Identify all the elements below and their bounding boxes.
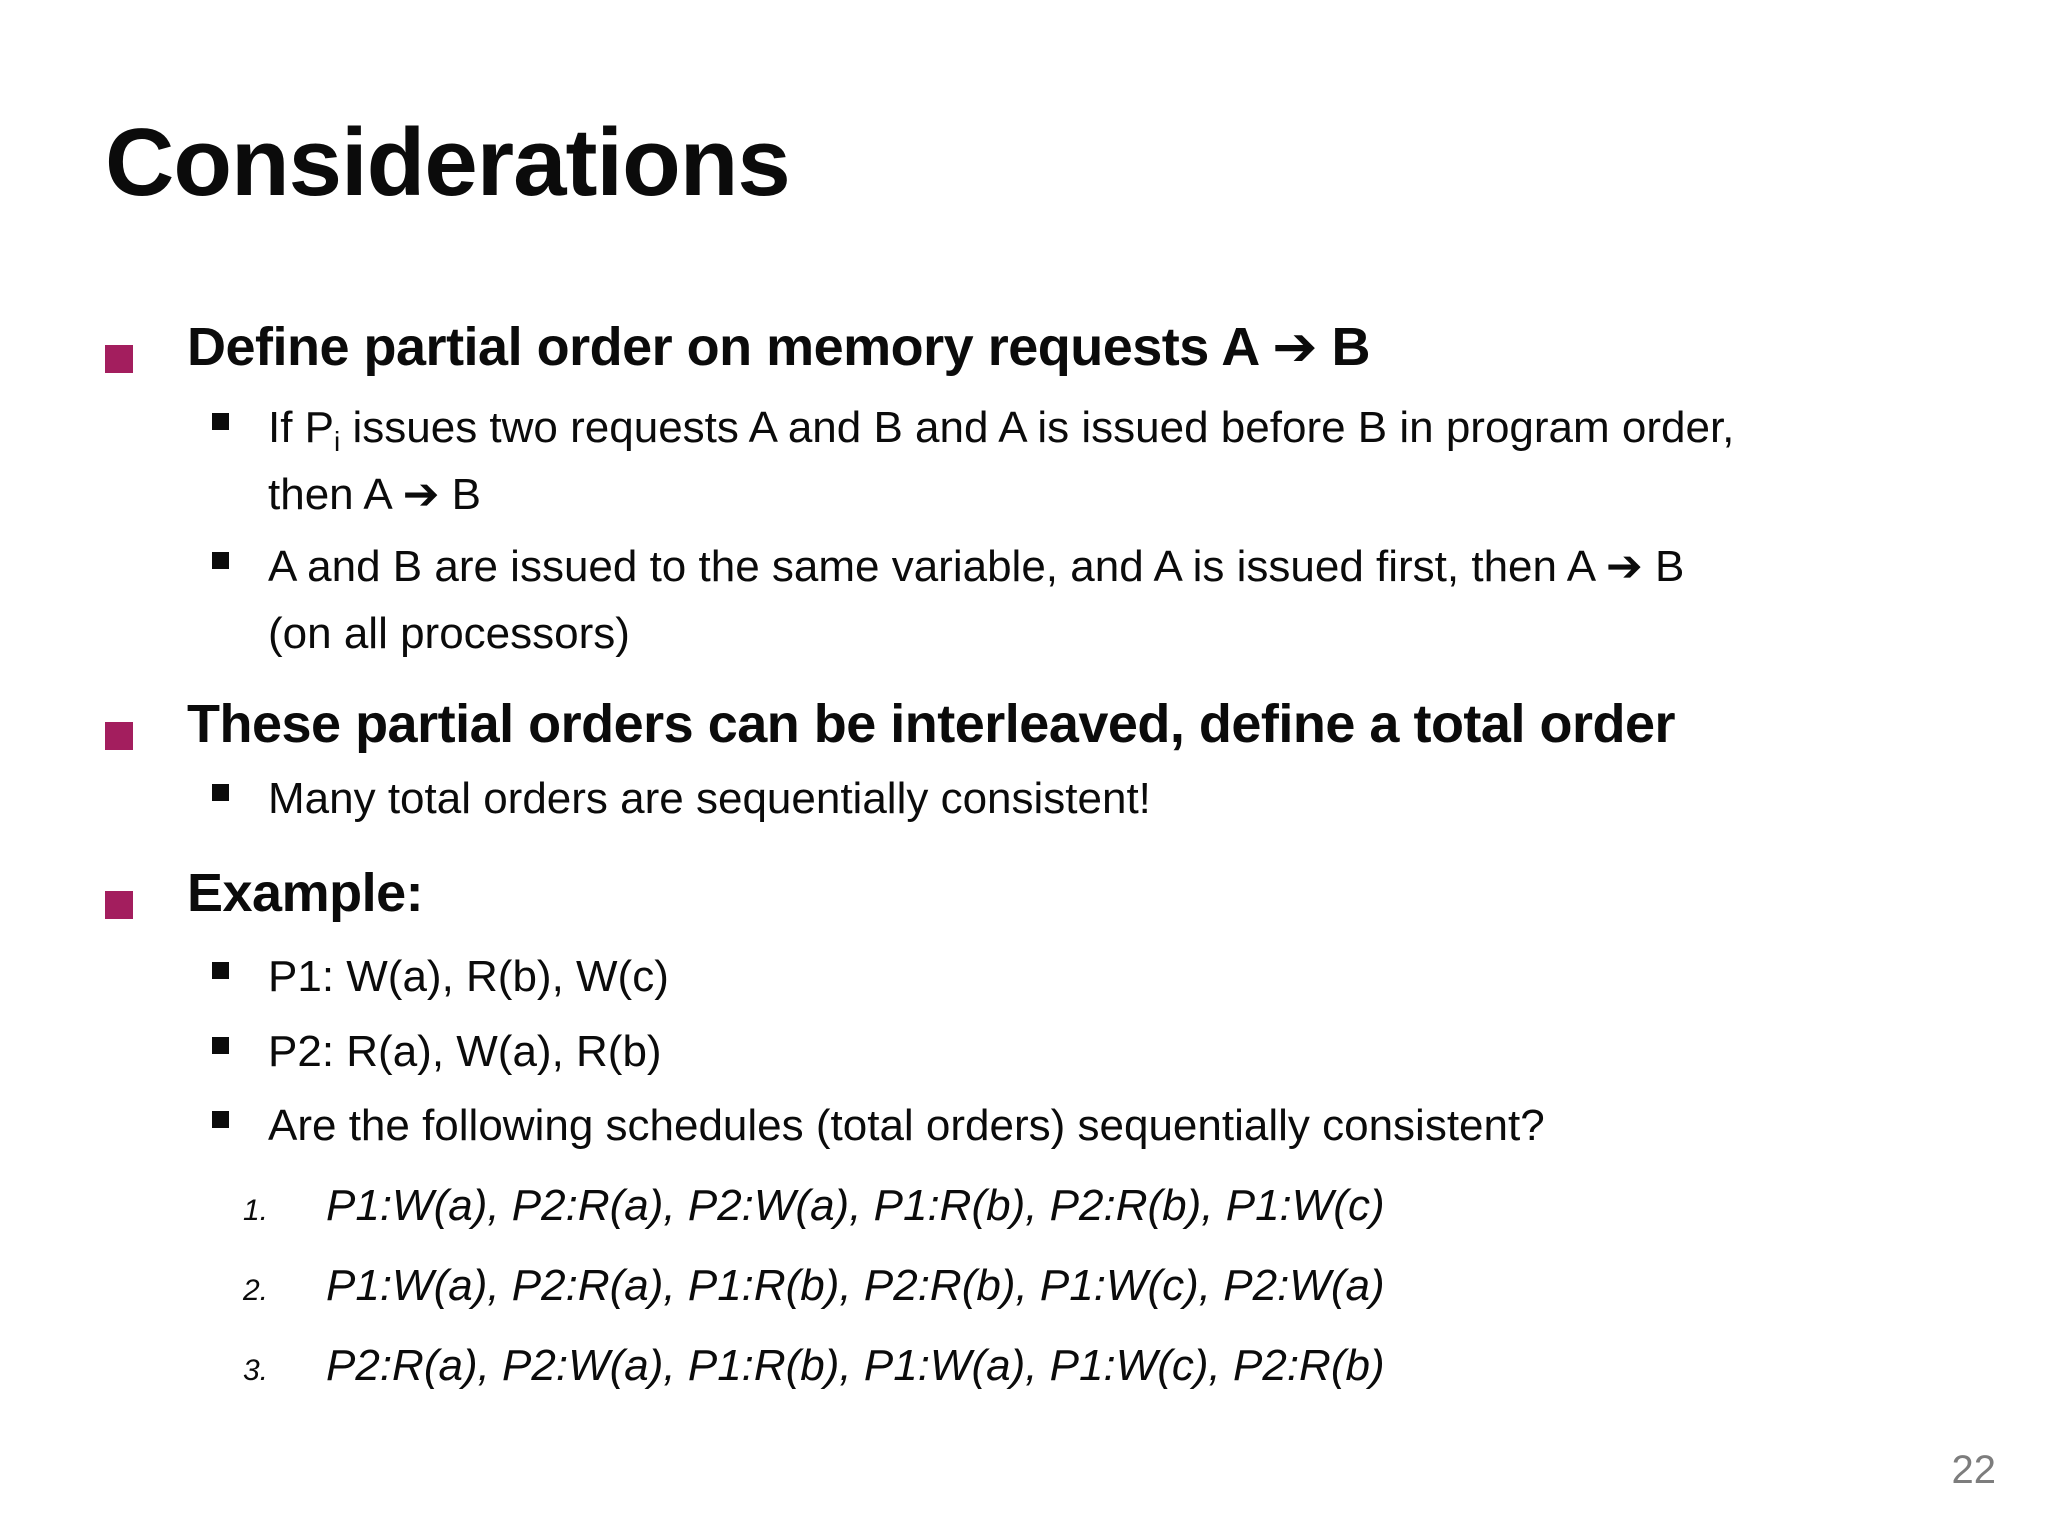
slide-body: Define partial order on memory requests … — [0, 312, 2048, 1406]
bullet-total-order: These partial orders can be interleaved,… — [0, 689, 2048, 759]
list-number: 1. — [243, 1194, 269, 1227]
sub-bullet-text: If Pi issues two requests A and B and A … — [268, 394, 1734, 528]
sub-bullet-square-icon — [212, 413, 229, 430]
bullet-define-partial-order: Define partial order on memory requests … — [0, 312, 2048, 382]
list-number: 2. — [243, 1274, 269, 1307]
slide-title: Considerations — [105, 109, 791, 216]
subscript-i: i — [334, 426, 341, 457]
bullet-example: Example: — [0, 858, 2048, 928]
sub-bullet-p2-sequence: P2: R(a), W(a), R(b) — [0, 1018, 2048, 1085]
sub-bullet-text: P2: R(a), W(a), R(b) — [268, 1027, 662, 1076]
sub-bullet-square-icon — [212, 1111, 229, 1128]
text-line: then A ➔ B — [268, 470, 482, 519]
numbered-schedule-2: 2. P1:W(a), P2:R(a), P1:R(b), P2:R(b), P… — [0, 1251, 2048, 1326]
list-number: 3. — [243, 1354, 269, 1387]
sub-bullet-program-order: If Pi issues two requests A and B and A … — [0, 394, 2048, 528]
bullet-square-icon — [105, 722, 133, 750]
text-line: (on all processors) — [268, 609, 630, 658]
sub-bullet-square-icon — [212, 962, 229, 979]
sub-bullet-square-icon — [212, 552, 229, 569]
sub-bullet-schedules-question: Are the following schedules (total order… — [0, 1092, 2048, 1159]
schedule-text: P1:W(a), P2:R(a), P1:R(b), P2:R(b), P1:W… — [326, 1261, 1385, 1310]
schedule-text: P2:R(a), P2:W(a), P1:R(b), P1:W(a), P1:W… — [326, 1341, 1385, 1390]
bullet-text: Example: — [187, 863, 424, 923]
text-line: If Pi issues two requests A and B and A … — [268, 394, 1734, 461]
text-line: A and B are issued to the same variable,… — [268, 542, 1685, 591]
sub-bullet-square-icon — [212, 1037, 229, 1054]
numbered-schedule-1: 1. P1:W(a), P2:R(a), P2:W(a), P1:R(b), P… — [0, 1171, 2048, 1246]
page-number: 22 — [1951, 1448, 1997, 1492]
text-segment: If P — [268, 403, 335, 452]
sub-bullet-square-icon — [212, 784, 229, 801]
bullet-square-icon — [105, 891, 133, 919]
bullet-square-icon — [105, 345, 133, 373]
sub-bullet-text: Are the following schedules (total order… — [268, 1101, 1545, 1150]
sub-bullet-many-total-orders: Many total orders are sequentially consi… — [0, 765, 2048, 832]
numbered-schedule-3: 3. P2:R(a), P2:W(a), P1:R(b), P1:W(a), P… — [0, 1331, 2048, 1406]
sub-bullet-same-variable: A and B are issued to the same variable,… — [0, 533, 2048, 667]
bullet-text: These partial orders can be interleaved,… — [187, 694, 1676, 754]
sub-bullet-text: A and B are issued to the same variable,… — [268, 533, 1684, 667]
bullet-text: Define partial order on memory requests … — [187, 317, 1371, 377]
sub-bullet-text: P1: W(a), R(b), W(c) — [268, 952, 669, 1001]
schedule-text: P1:W(a), P2:R(a), P2:W(a), P1:R(b), P2:R… — [326, 1181, 1385, 1230]
text-segment: issues two requests A and B and A is iss… — [340, 403, 1735, 452]
sub-bullet-text: Many total orders are sequentially consi… — [268, 774, 1151, 823]
sub-bullet-p1-sequence: P1: W(a), R(b), W(c) — [0, 943, 2048, 1010]
